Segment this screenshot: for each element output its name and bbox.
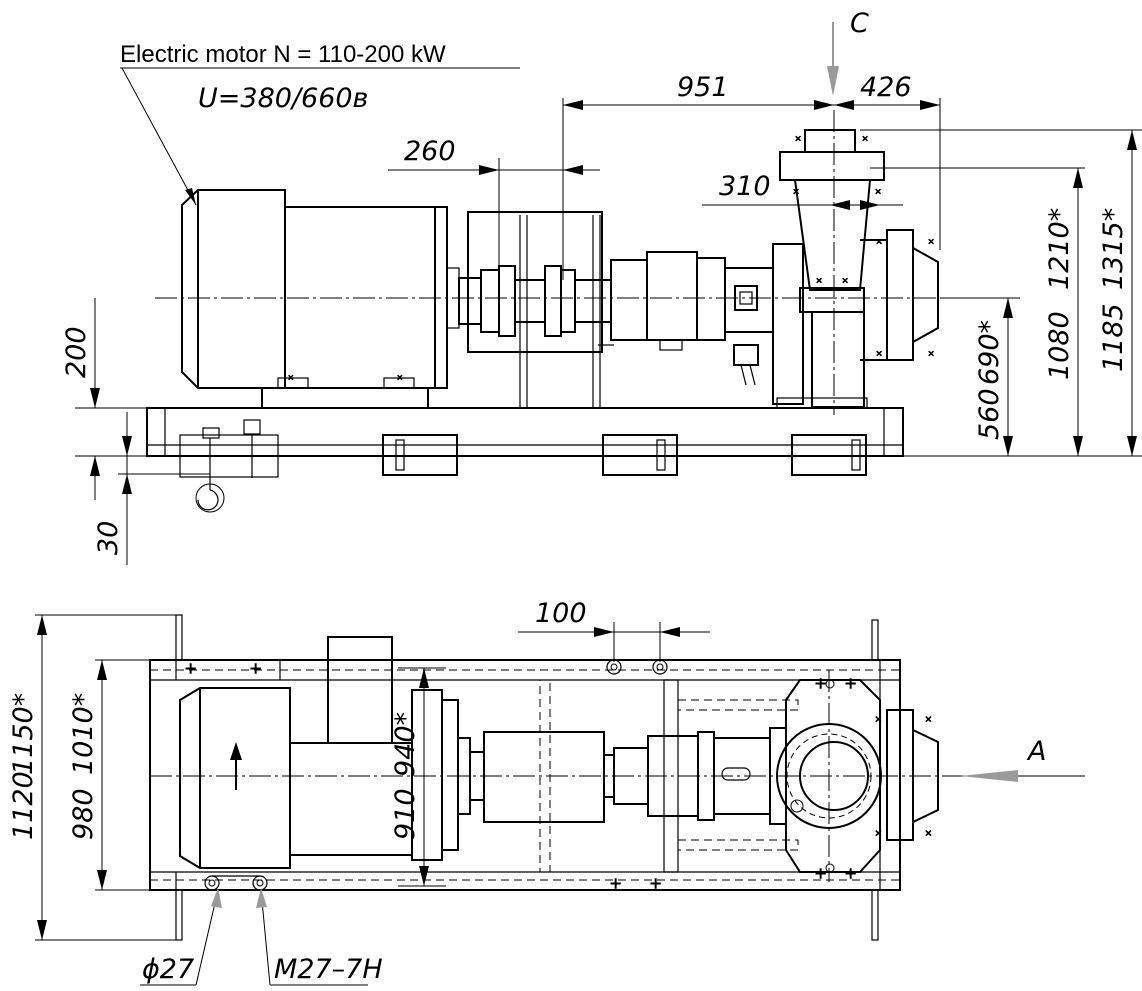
svg-text:×: ×	[795, 133, 801, 145]
svg-text:×: ×	[862, 133, 868, 145]
view-a-label: A	[1026, 736, 1046, 767]
motor-voltage-label: U=380/660в	[198, 83, 368, 114]
dim-1150-label: 1150*	[8, 693, 39, 775]
svg-text:×: ×	[842, 275, 848, 287]
svg-text:+: +	[650, 873, 661, 895]
dim-260-label: 260	[404, 136, 456, 167]
svg-text:×: ×	[876, 348, 882, 360]
svg-text:×: ×	[793, 186, 799, 198]
plan-width-dimensions: 1120 1150* 980 1010* 910 940*	[8, 614, 446, 941]
dim-980-label: 980	[68, 788, 99, 840]
dim-100-label: 100	[535, 598, 587, 629]
svg-text:×: ×	[925, 712, 932, 726]
left-dimensions: 200 30	[61, 298, 210, 565]
dimension-100: 100	[518, 598, 710, 662]
dim-951-label: 951	[677, 72, 729, 103]
base-frame	[146, 407, 904, 513]
svg-text:×: ×	[925, 826, 932, 840]
svg-text:+: +	[815, 673, 826, 695]
svg-text:+: +	[845, 863, 856, 885]
plan-view: + + + +	[8, 598, 1085, 986]
dim-940-label: 940*	[390, 712, 421, 777]
dim-910-label: 910	[390, 788, 421, 840]
dim-1210-label: 1210*	[1044, 208, 1075, 290]
dim-690-label: 690*	[974, 320, 1005, 385]
view-a-arrow: A	[960, 736, 1085, 782]
dimension-310: 310	[702, 171, 903, 210]
view-c-label: С	[850, 8, 869, 39]
dim-30-label: 30	[93, 521, 124, 555]
motor-callout: Electric motor N = 110-200 kW U=380/660в	[120, 41, 520, 206]
terminal-box	[327, 636, 393, 744]
dim-1010-label: 1010*	[68, 693, 99, 775]
dim-560-label: 560	[974, 388, 1005, 440]
svg-text:×: ×	[875, 186, 881, 198]
side-view: Electric motor N = 110-200 kW U=380/660в…	[61, 8, 1142, 565]
svg-text:×: ×	[875, 712, 882, 726]
svg-text:×: ×	[816, 275, 822, 287]
svg-text:+: +	[185, 658, 196, 680]
bearing-housing	[724, 243, 868, 409]
dim-1120-label: 1120	[8, 771, 39, 840]
svg-text:×: ×	[875, 826, 882, 840]
height-dimensions: 560 690* 1080 1210* 1185 1315*	[860, 129, 1142, 457]
svg-text:×: ×	[928, 236, 934, 248]
electric-motor: × ×	[181, 189, 460, 409]
coupling-guard	[458, 211, 726, 408]
svg-text:+: +	[845, 673, 856, 695]
thread-label: M27–7H	[274, 954, 383, 985]
svg-text:+: +	[610, 873, 621, 895]
plan-frame: + + + +	[149, 614, 901, 941]
dim-1185-label: 1185	[1098, 303, 1129, 372]
svg-text:×: ×	[876, 236, 882, 248]
dim-200-label: 200	[61, 326, 92, 378]
anchor-holes	[204, 659, 668, 891]
view-c-arrow: С	[827, 8, 869, 96]
svg-text:+: +	[250, 658, 261, 680]
motor-title-label: Electric motor N = 110-200 kW	[120, 41, 446, 68]
dimension-260: 260	[388, 136, 600, 280]
dim-426-label: 426	[860, 72, 912, 103]
svg-text:×: ×	[397, 373, 403, 384]
svg-text:×: ×	[288, 373, 294, 384]
svg-text:×: ×	[928, 348, 934, 360]
dim-310-label: 310	[719, 171, 771, 202]
dimension-951: 951 426	[562, 72, 941, 250]
dim-1315-label: 1315*	[1098, 208, 1129, 290]
hole-callouts: ϕ27 M27–7H	[140, 888, 383, 986]
hole-diameter-label: ϕ27	[142, 954, 194, 985]
motor-plan	[179, 687, 471, 869]
dim-1080-label: 1080	[1044, 311, 1075, 380]
svg-text:+: +	[815, 863, 826, 885]
